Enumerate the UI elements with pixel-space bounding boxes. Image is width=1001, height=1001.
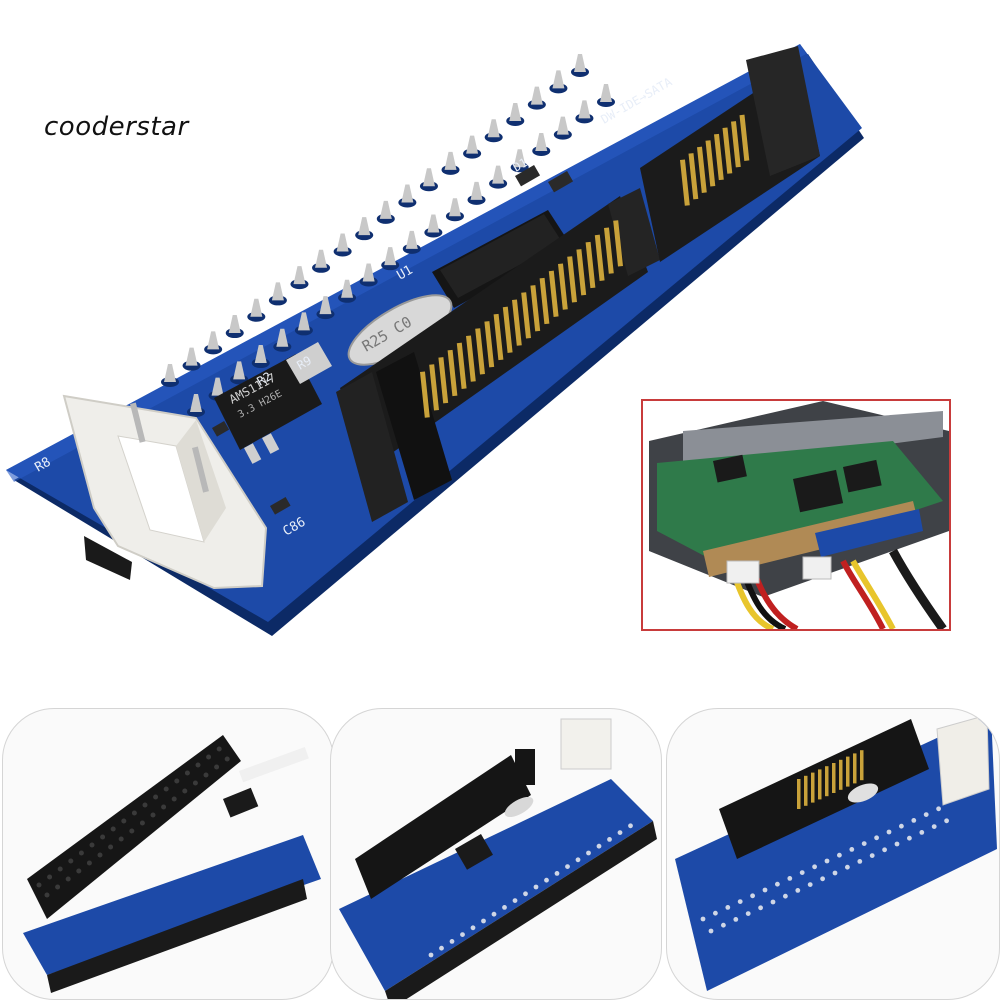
sata-power-gold-pins bbox=[680, 114, 750, 206]
thumbnail-chip-side bbox=[330, 708, 662, 1000]
sata-data-gold-pins bbox=[420, 220, 623, 418]
watermark-text: cooderstar bbox=[44, 112, 189, 142]
thumb2-molex bbox=[560, 718, 612, 770]
installed-adapter bbox=[815, 509, 923, 557]
voltage-regulator bbox=[214, 354, 322, 450]
installed-photo-inset bbox=[641, 399, 951, 631]
silk-r8: R8 bbox=[33, 455, 54, 476]
thumbnail-front-angle bbox=[2, 708, 334, 1000]
thumb1-pin-header bbox=[27, 735, 241, 919]
thumb1-pcb bbox=[23, 835, 321, 975]
installed-photo bbox=[643, 401, 949, 629]
thumb3-pcb bbox=[675, 713, 997, 991]
thumbnail-sata-side bbox=[666, 708, 1000, 1000]
thumb3-sata-connector bbox=[719, 719, 929, 859]
drive-ide-edge bbox=[703, 501, 919, 577]
thumb2-sata-connector bbox=[355, 755, 531, 899]
thumb3-molex bbox=[936, 714, 990, 806]
silk-u1: U1 bbox=[395, 263, 416, 284]
thumb2-pcb bbox=[339, 779, 653, 991]
silk-d1: D1 bbox=[511, 155, 531, 174]
silk-r2: R2 bbox=[255, 369, 275, 388]
ide-pin-header bbox=[161, 54, 615, 417]
silk-r9: R9 bbox=[295, 353, 315, 372]
